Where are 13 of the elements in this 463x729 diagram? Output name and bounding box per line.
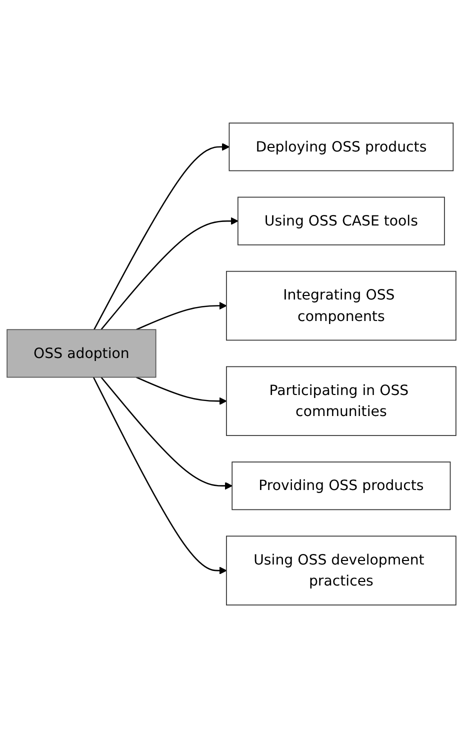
node-box: Deploying OSS products	[228, 123, 454, 172]
node-box: Using OSS CASE tools	[238, 197, 445, 246]
node-box: Integrating OSS components	[226, 271, 456, 342]
arrow	[94, 143, 230, 330]
node-box: Using OSS development practices	[226, 536, 456, 606]
arrow	[92, 377, 227, 575]
node-box: OSS adoption	[6, 330, 156, 378]
node-box: Participating in OSS communities	[226, 366, 456, 436]
arrow	[100, 218, 238, 330]
arrow	[100, 377, 232, 490]
arrow	[136, 302, 227, 331]
arrow	[136, 377, 227, 406]
node-box: Providing OSS products	[232, 462, 451, 511]
